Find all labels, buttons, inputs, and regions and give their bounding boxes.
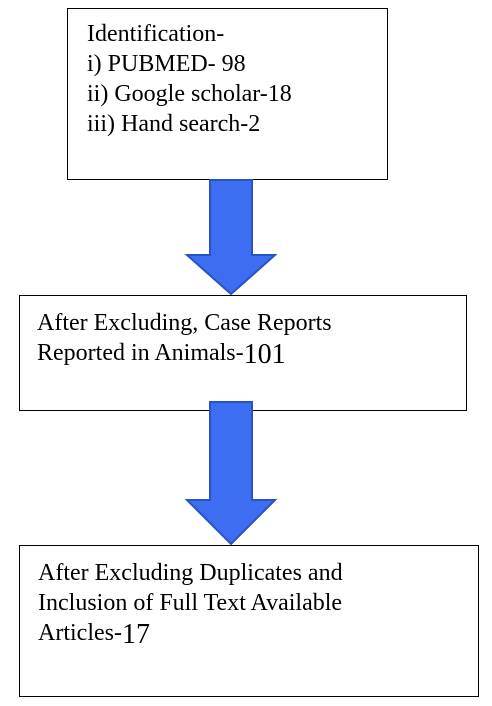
exclude-animal-line-2: Reported in Animals-101 [37, 338, 466, 370]
final-inclusion-line-1: After Excluding Duplicates and [38, 560, 343, 586]
final-inclusion-line-2: Inclusion of Full Text Available [38, 590, 343, 616]
final-inclusion-line-3: Articles-17 [38, 618, 478, 650]
identification-heading: Identification- [87, 21, 225, 47]
exclude-animal-count: 101 [243, 339, 286, 370]
google-scholar-count: ii) Google scholar-18 [87, 81, 292, 107]
down-arrow-2 [184, 401, 278, 546]
final-inclusion-box: After Excluding Duplicates and Inclusion… [19, 545, 479, 697]
pubmed-count: i) PUBMED- 98 [87, 51, 246, 77]
hand-search-count: iii) Hand search-2 [87, 111, 261, 137]
final-inclusion-count: 17 [121, 619, 150, 650]
down-arrow-1 [184, 179, 278, 296]
down-arrow-1-shape [184, 179, 278, 296]
final-inclusion-label: Articles- [38, 620, 122, 646]
down-arrow-2-shape [184, 401, 278, 546]
identification-box: Identification- i) PUBMED- 98 ii) Google… [67, 8, 388, 180]
exclude-animal-line-1: After Excluding, Case Reports [37, 310, 332, 336]
exclude-animal-reports-box: After Excluding, Case Reports Reported i… [19, 295, 467, 411]
exclude-animal-label: Reported in Animals- [37, 340, 244, 366]
